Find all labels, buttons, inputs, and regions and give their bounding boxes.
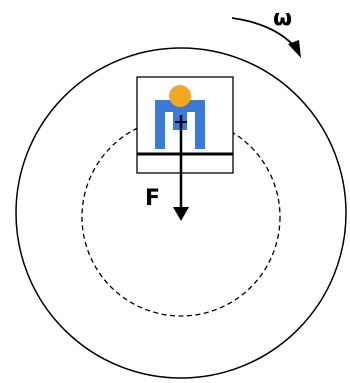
rotation-arrow-icon [231,17,301,58]
inner-dashed-circle [81,117,281,317]
outer-circle [15,47,347,379]
force-label: F [145,186,160,211]
force-arrowhead [173,207,189,221]
omega-label: ω [273,6,292,31]
person-icon [155,85,205,149]
